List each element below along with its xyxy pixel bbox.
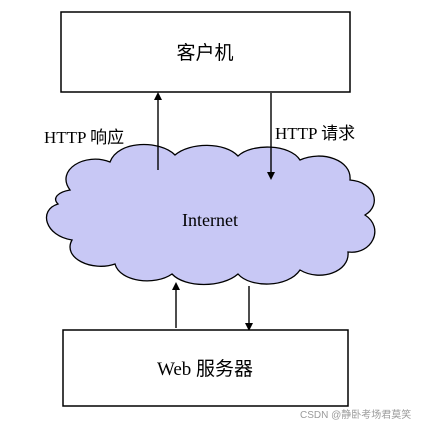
server-label: Web 服务器 <box>157 358 253 380</box>
client-node: 客户机 <box>60 11 351 93</box>
server-node: Web 服务器 <box>62 329 349 407</box>
cloud-label: Internet <box>182 210 238 230</box>
server-box <box>62 329 349 407</box>
client-box <box>60 11 351 93</box>
response-label: HTTP 响应 <box>44 128 124 147</box>
cloud-shape <box>46 143 376 286</box>
watermark-text: CSDN @静卧考场君莫笑 <box>300 408 411 421</box>
request-label: HTTP 请求 <box>275 124 355 143</box>
internet-cloud: Internet <box>46 143 376 286</box>
client-label: 客户机 <box>176 42 233 64</box>
